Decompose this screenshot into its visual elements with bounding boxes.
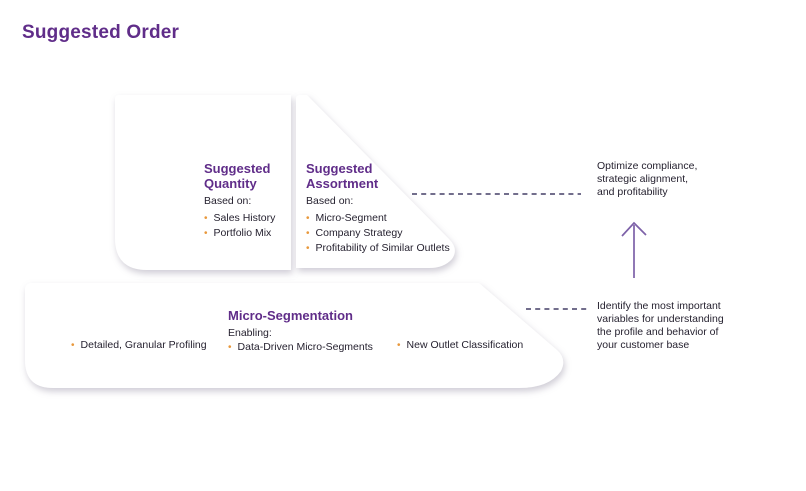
bullet-icon: • xyxy=(204,213,208,224)
micro-segmentation-card: Micro-Segmentation Enabling: xyxy=(228,308,428,340)
list-item-label: Portfolio Mix xyxy=(213,227,272,239)
annotation-line: your customer base xyxy=(597,339,690,351)
assortment-annotation: Optimize compliance, strategic alignment… xyxy=(597,160,747,199)
annotation-line: Identify the most important xyxy=(597,300,721,312)
list-item: • New Outlet Classification xyxy=(397,339,523,351)
list-item-label: New Outlet Classification xyxy=(406,339,524,351)
list-item-label: Data-Driven Micro-Segments xyxy=(237,341,373,353)
bullet-icon: • xyxy=(306,213,310,224)
list-item: • Detailed, Granular Profiling xyxy=(71,339,207,351)
annotation-line: Optimize compliance, xyxy=(597,160,698,172)
suggested-quantity-card: Suggested Quantity Based on: • Sales Hist… xyxy=(204,161,304,241)
bullet-icon: • xyxy=(306,228,310,239)
bullet-icon: • xyxy=(228,342,232,353)
up-arrow-icon xyxy=(621,221,647,278)
list-item-label: Micro-Segment xyxy=(315,212,387,224)
suggested-assortment-card: Suggested Assortment Based on: • Micro-Se… xyxy=(306,161,481,256)
annotation-line: and profitability xyxy=(597,186,668,198)
list-item-label: Company Strategy xyxy=(315,227,403,239)
list-item: • Data-Driven Micro-Segments xyxy=(228,341,373,353)
micro-segmentation-title: Micro-Segmentation xyxy=(228,308,353,323)
suggested-assortment-list: • Micro-Segment • Company Strategy • Profit… xyxy=(306,211,481,256)
list-item: • Company Strategy xyxy=(306,226,481,241)
bullet-icon: • xyxy=(204,228,208,239)
bullet-icon: • xyxy=(71,340,75,351)
micro-segmentation-card-shape xyxy=(25,283,564,388)
list-item: • Portfolio Mix xyxy=(204,226,304,241)
suggested-quantity-lead: Based on: xyxy=(204,195,252,207)
suggested-assortment-card-shape xyxy=(296,95,455,268)
list-item: • Sales History xyxy=(204,211,304,226)
annotation-line: variables for understanding xyxy=(597,313,724,325)
segmentation-annotation: Identify the most important variables fo… xyxy=(597,300,747,352)
list-item-label: Detailed, Granular Profiling xyxy=(80,339,207,351)
suggested-quantity-title: Suggested Quantity xyxy=(204,161,271,191)
list-item-label: Profitability of Similar Outlets xyxy=(315,242,450,254)
bullet-icon: • xyxy=(397,340,401,351)
list-item: • Profitability of Similar Outlets xyxy=(306,241,481,256)
page-title: Suggested Order xyxy=(22,22,180,43)
list-item: • Micro-Segment xyxy=(306,211,481,226)
micro-segmentation-lead: Enabling: xyxy=(228,327,272,339)
suggested-assortment-title: Suggested Assortment xyxy=(306,161,379,191)
bullet-icon: • xyxy=(306,243,310,254)
suggested-quantity-list: • Sales History • Portfolio Mix xyxy=(204,211,304,241)
list-item-label: Sales History xyxy=(213,212,276,224)
annotation-line: strategic alignment, xyxy=(597,173,689,185)
suggested-quantity-card-shape xyxy=(115,95,291,270)
annotation-line: the profile and behavior of xyxy=(597,326,719,338)
suggested-assortment-lead: Based on: xyxy=(306,195,354,207)
